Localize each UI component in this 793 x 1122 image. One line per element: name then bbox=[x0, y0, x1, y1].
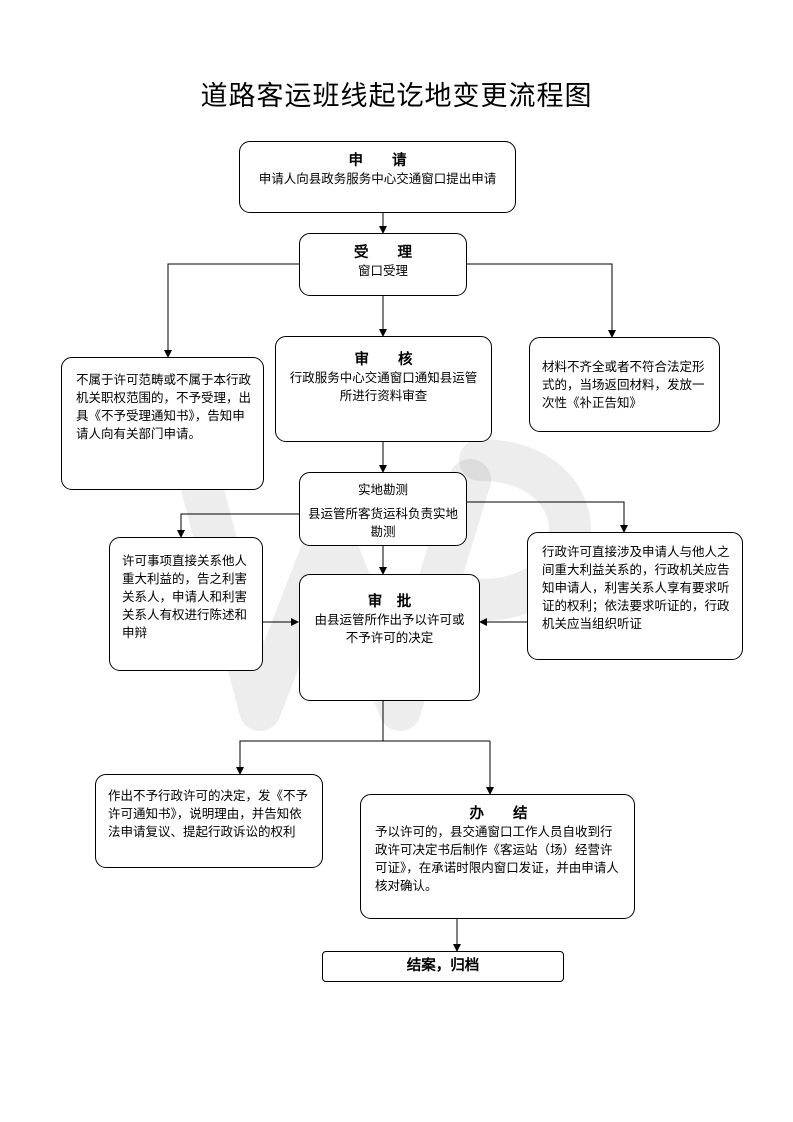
node-survey-body: 县运管所客货运科负责实地勘测 bbox=[308, 506, 459, 539]
node-survey-head: 实地勘测 bbox=[357, 482, 408, 497]
node-approve: 审 批 由县运管所作出予以许可或不予许可的决定 bbox=[299, 574, 480, 701]
node-finish: 办 结 予以许可的，县交通窗口工作人员自收到行政许可决定书后制作《客运站（场）经… bbox=[360, 794, 635, 919]
node-finish-body: 予以许可的，县交通窗口工作人员自收到行政许可决定书后制作《客运站（场）经营许可证… bbox=[375, 824, 619, 893]
node-apply-head: 申 请 bbox=[348, 153, 407, 169]
node-reject-scope-body: 不属于许可范畴或不属于本行政机关职权范围的，不予受理，出具《不予受理通知书》，告… bbox=[76, 372, 252, 441]
arrow-accept-incomplete bbox=[467, 263, 616, 338]
node-finish-head: 办 结 bbox=[469, 806, 528, 822]
arrow-survey-stakeholder bbox=[177, 513, 299, 538]
arrow-split-deny bbox=[236, 740, 490, 775]
node-deny: 作出不予行政许可的决定，发《不予许可通知书》，说明理由，并告知依法申请复议、提起… bbox=[95, 774, 323, 868]
node-accept: 受 理 窗口受理 bbox=[299, 233, 467, 296]
node-stakeholder-body: 许可事项直接关系他人重大利益的，告之利害关系人，申请人和利害关系人有权进行陈述和… bbox=[122, 553, 248, 640]
node-deny-body: 作出不予行政许可的决定，发《不予许可通知书》，说明理由，并告知依法申请复议、提起… bbox=[108, 788, 309, 839]
page-title: 道路客运班线起讫地变更流程图 bbox=[200, 81, 593, 112]
node-approve-head: 审 批 bbox=[367, 594, 412, 610]
node-review-head: 审 核 bbox=[354, 352, 413, 368]
node-incomplete-body: 材料不齐全或者不符合法定形式的，当场返回材料，发放一次性《补正告知》 bbox=[542, 359, 705, 410]
node-accept-head: 受 理 bbox=[354, 245, 412, 261]
node-approve-body: 由县运管所作出予以许可或不予许可的决定 bbox=[314, 612, 465, 645]
node-review-body: 行政服务中心交通窗口通知县运管所进行资料审查 bbox=[289, 370, 478, 403]
node-apply-body: 申请人向县政务服务中心交通窗口提出申请 bbox=[258, 171, 497, 186]
node-apply: 申 请 申请人向县政务服务中心交通窗口提出申请 bbox=[239, 141, 516, 213]
node-survey: 实地勘测 县运管所客货运科负责实地勘测 bbox=[299, 472, 467, 546]
node-accept-body: 窗口受理 bbox=[357, 263, 408, 278]
node-reject-scope: 不属于许可范畴或不属于本行政机关职权范围的，不予受理，出具《不予受理通知书》，告… bbox=[61, 357, 264, 490]
node-incomplete: 材料不齐全或者不符合法定形式的，当场返回材料，发放一次性《补正告知》 bbox=[529, 337, 720, 432]
node-review: 审 核 行政服务中心交通窗口通知县运管所进行资料审查 bbox=[275, 336, 492, 442]
node-archive: 结案，归档 bbox=[322, 951, 564, 982]
node-hearing: 行政许可直接涉及申请人与他人之间重大利益关系的，行政机关应告知申请人，利害关系人… bbox=[527, 532, 743, 660]
arrow-survey-hearing bbox=[467, 501, 628, 533]
arrow-accept-reject bbox=[164, 263, 299, 358]
node-stakeholder: 许可事项直接关系他人重大利益的，告之利害关系人，申请人和利害关系人有权进行陈述和… bbox=[109, 537, 263, 671]
node-hearing-body: 行政许可直接涉及申请人与他人之间重大利益关系的，行政机关应告知申请人，利害关系人… bbox=[542, 544, 730, 631]
node-archive-head: 结案，归档 bbox=[406, 958, 480, 974]
